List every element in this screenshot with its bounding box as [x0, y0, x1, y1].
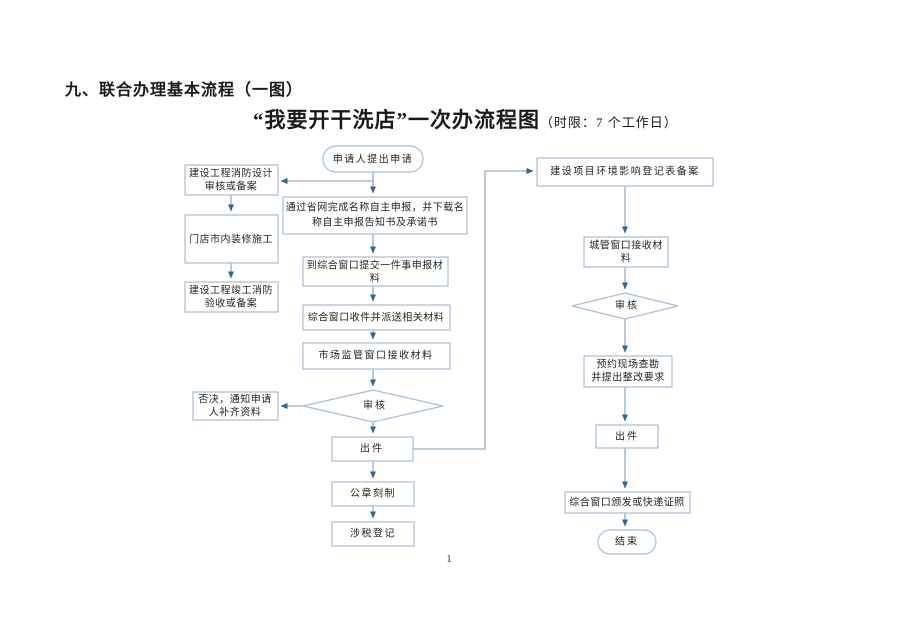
flow-connectors	[228, 168, 628, 527]
node-submit-materials-shape	[302, 256, 449, 287]
node-fire-acceptance-shape	[184, 281, 279, 313]
node-env-record: 建设项目环境影响登记表备案	[536, 157, 714, 187]
node-reject-notice-label: 人补齐资料	[209, 406, 262, 419]
node-start: 申请人提出申请	[322, 145, 424, 173]
node-urban-receive: 城管窗口接收材 料	[583, 236, 669, 268]
page-number: 1	[446, 553, 452, 565]
node-issue-right: 出件	[595, 424, 659, 449]
node-fire-acceptance-label: 建设工程竣工消防	[189, 284, 273, 297]
node-review-decision: 审核	[302, 389, 444, 423]
node-issue-center-label: 出件	[360, 442, 384, 455]
node-submit-materials-label: 到综合窗口提交一件事申报材	[307, 259, 444, 272]
node-fire-design-label: 建设工程消防设计	[189, 167, 273, 180]
edge-start-to-fire-design	[280, 172, 374, 184]
node-seal-making-label: 公章刻制	[350, 487, 396, 500]
node-site-survey: 预约现场查勘 并提出整改要求	[583, 355, 673, 388]
node-market-reg-label: 市场监管窗口接收材料	[319, 349, 434, 362]
node-end-label: 结束	[615, 535, 639, 548]
node-renovation-shape	[184, 214, 279, 264]
node-start-label: 申请人提出申请	[333, 153, 414, 166]
node-review2-decision-label: 审核	[615, 299, 639, 312]
node-license-delivery-shape	[564, 491, 691, 514]
node-urban-receive-label: 料	[621, 252, 632, 265]
node-renovation: 门店市内装修施工	[184, 214, 279, 264]
node-renovation-label: 门店市内装修施工	[189, 233, 273, 246]
node-license-delivery: 综合窗口颁发或快递证照	[564, 491, 691, 514]
node-market-reg-shape	[302, 342, 451, 370]
node-license-delivery-label: 综合窗口颁发或快递证照	[569, 496, 685, 509]
node-start-shape	[322, 145, 424, 173]
node-reject-notice-label: 否决，通知申请	[198, 393, 272, 406]
flow-title-note: （时限：7 个工作日）	[540, 115, 678, 130]
node-name-declare-label: 通过省网完成名称自主申报，并下载名	[286, 201, 465, 214]
node-issue-right-label: 出件	[615, 430, 639, 443]
node-name-declare-label: 称自主申报告知书及承诺书	[312, 216, 438, 229]
node-seal-making-shape	[331, 481, 415, 507]
node-end-shape	[597, 529, 657, 555]
node-site-survey-label: 并提出整改要求	[591, 371, 665, 384]
node-review-decision-shape	[302, 389, 444, 423]
node-urban-receive-shape	[583, 236, 669, 268]
flow-title-text: “我要开干洗店”一次办流程图	[253, 108, 540, 132]
node-issue-center: 出件	[331, 436, 414, 462]
node-tax-registration: 涉税登记	[331, 521, 415, 547]
node-review2-decision-shape	[571, 292, 679, 320]
node-issue-right-shape	[595, 424, 659, 449]
node-tax-registration-shape	[331, 521, 415, 547]
node-reject-notice-shape	[192, 391, 279, 421]
node-fire-acceptance-label: 验收或备案	[205, 297, 258, 310]
node-review-decision-label: 审核	[363, 399, 387, 412]
node-name-declare-shape	[282, 196, 468, 235]
node-receive-dispatch-label: 综合窗口收件并派送相关材料	[308, 311, 445, 324]
node-submit-materials: 到综合窗口提交一件事申报材 料	[302, 256, 449, 287]
node-fire-design-label: 审核或备案	[205, 180, 258, 193]
node-reject-notice: 否决，通知申请 人补齐资料	[192, 391, 279, 421]
edge-issue-to-env-record	[413, 168, 534, 450]
node-receive-dispatch: 综合窗口收件并派送相关材料	[302, 304, 451, 331]
node-review2-decision: 审核	[571, 292, 679, 320]
node-end: 结束	[597, 529, 657, 555]
node-tax-registration-label: 涉税登记	[350, 527, 396, 540]
node-urban-receive-label: 城管窗口接收材	[589, 239, 663, 252]
node-site-survey-shape	[583, 355, 673, 388]
node-fire-design: 建设工程消防设计 审核或备案	[184, 164, 279, 196]
node-name-declare: 通过省网完成名称自主申报，并下载名 称自主申报告知书及承诺书	[282, 196, 468, 235]
node-fire-design-shape	[184, 164, 279, 196]
node-fire-acceptance: 建设工程竣工消防 验收或备案	[184, 281, 279, 313]
node-receive-dispatch-shape	[302, 304, 451, 331]
node-env-record-shape	[536, 157, 714, 187]
node-env-record-label: 建设项目环境影响登记表备案	[550, 165, 700, 178]
node-issue-center-shape	[331, 436, 414, 462]
node-seal-making: 公章刻制	[331, 481, 415, 507]
section-title: 九、联合办理基本流程（一图）	[65, 82, 304, 99]
node-market-reg: 市场监管窗口接收材料	[302, 342, 451, 370]
node-submit-materials-label: 料	[370, 272, 381, 285]
flow-title: “我要开干洗店”一次办流程图（时限：7 个工作日）	[253, 104, 678, 134]
node-site-survey-label: 预约现场查勘	[597, 358, 660, 371]
